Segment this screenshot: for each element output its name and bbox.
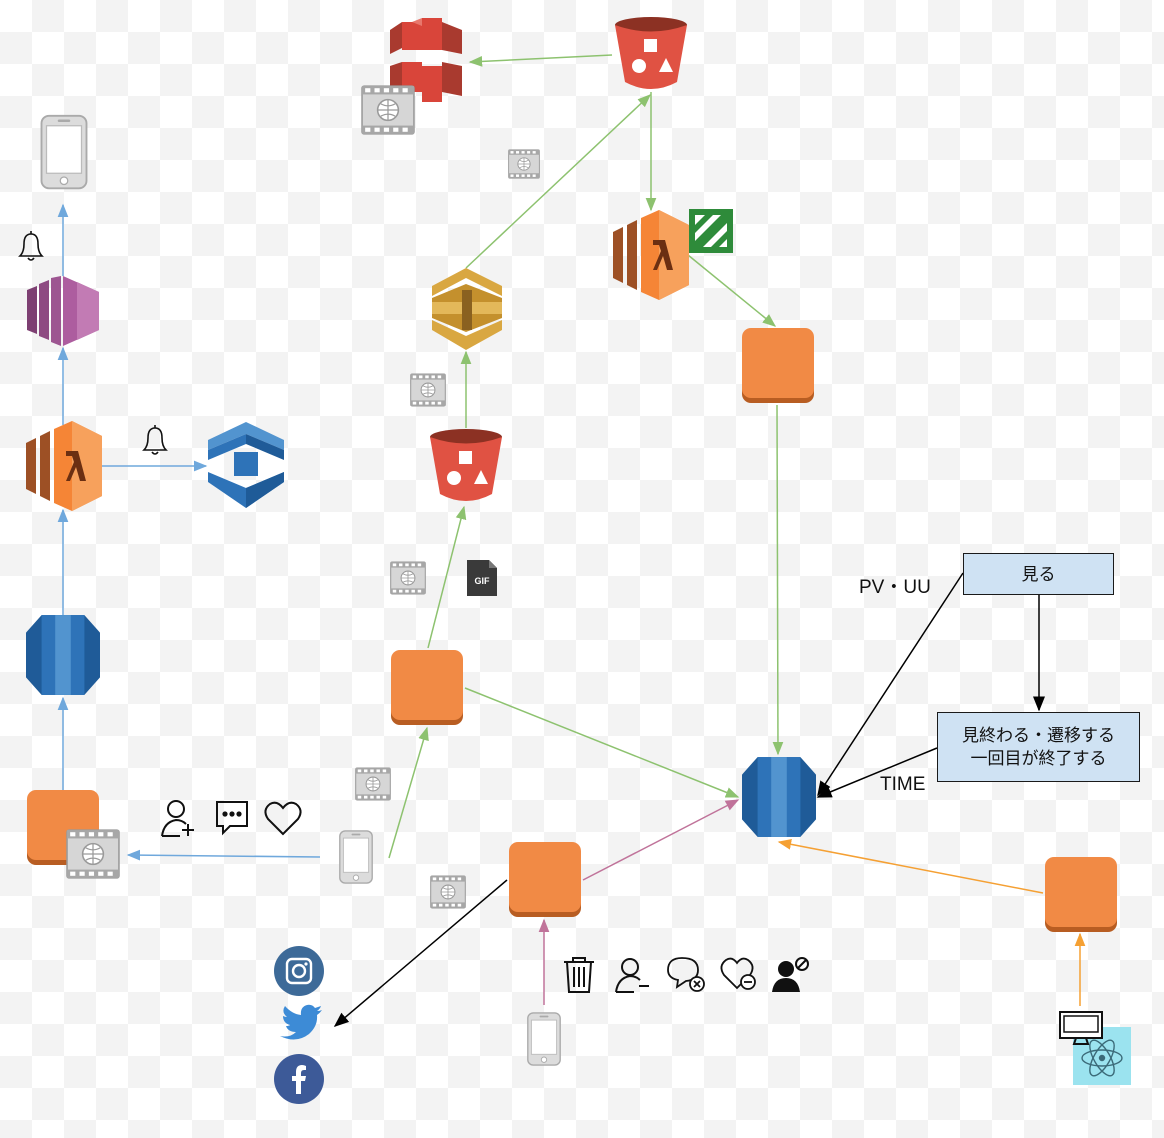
edges xyxy=(57,54,1086,1027)
edge-compute-to-social xyxy=(333,879,508,1027)
electron-icon xyxy=(1081,1039,1123,1077)
user-add-icon xyxy=(161,800,194,837)
lambda-icon xyxy=(26,421,102,511)
comment-icon xyxy=(216,801,248,836)
codedeploy-icon xyxy=(208,422,284,508)
video-file-icon xyxy=(390,561,426,595)
database-icon xyxy=(742,757,816,837)
edge-compute-to-db xyxy=(772,404,784,756)
video-file-icon xyxy=(410,373,446,407)
instagram-icon xyxy=(274,946,324,996)
video-file-icon xyxy=(66,829,120,879)
edge-compute-mid-to-s3 xyxy=(427,505,467,649)
desktop-monitor-icon[interactable] xyxy=(1059,1011,1103,1045)
video-file-icon xyxy=(430,875,466,909)
heart-icon xyxy=(264,801,302,836)
edge-watch-to-db xyxy=(817,572,964,797)
finish-box-line: 見終わる・遷移する xyxy=(962,726,1115,745)
facebook-icon xyxy=(274,1054,324,1104)
video-file-icon xyxy=(361,85,415,135)
edge-compute-right-to-db xyxy=(777,839,1044,894)
edge-compute-bottom-to-db xyxy=(582,799,740,881)
mobile-phone-icon[interactable] xyxy=(339,830,373,884)
cloudfront-icon xyxy=(390,18,462,102)
gif-file-icon: GIF xyxy=(467,560,497,596)
trash-icon xyxy=(564,957,594,993)
heart-remove-icon xyxy=(720,957,756,990)
s3-bucket-icon xyxy=(430,429,502,501)
compute-instance-icon xyxy=(1045,857,1117,932)
ffmpeg-icon xyxy=(689,209,733,253)
notification-bell-icon xyxy=(142,425,168,455)
watch-box[interactable]: 見る xyxy=(963,553,1114,595)
gif-label: GIF xyxy=(475,576,491,586)
compute-instance-icon xyxy=(509,842,581,917)
lambda-icon xyxy=(613,210,689,300)
pv-uu-label: PV・UU xyxy=(859,577,931,598)
edge-s3-top-to-cloudfront xyxy=(468,54,613,67)
compute-instance-icon xyxy=(391,650,463,725)
edge-sqs-to-s3-top xyxy=(465,94,651,269)
mobile-phone-icon[interactable] xyxy=(40,114,88,190)
finish-box[interactable]: 見終わる・遷移する 一回目が終了する xyxy=(937,712,1140,782)
user-block-icon xyxy=(772,957,809,992)
database-icon xyxy=(26,615,100,695)
edge-phone-to-compute-left xyxy=(126,849,321,861)
edge-phone-to-compute-mid xyxy=(388,726,429,859)
compute-instance-icon xyxy=(742,328,814,403)
s3-bucket-icon xyxy=(615,17,687,89)
edge-finish-to-db xyxy=(816,747,938,798)
kinesis-icon xyxy=(27,276,99,346)
twitter-icon xyxy=(280,1004,322,1040)
edge-lambda-to-compute xyxy=(687,254,777,327)
video-file-icon xyxy=(508,149,540,179)
user-remove-icon xyxy=(615,958,649,993)
comment-remove-icon xyxy=(667,957,705,992)
sqs-icon xyxy=(432,268,502,350)
mobile-phone-icon[interactable] xyxy=(527,1012,561,1066)
notification-bell-icon xyxy=(18,231,44,261)
edge-compute-mid-to-db xyxy=(464,687,740,798)
time-label: TIME xyxy=(880,774,926,795)
video-file-icon xyxy=(355,767,391,801)
watch-box-line: 見る xyxy=(1021,564,1056,584)
finish-box-line: 一回目が終了する xyxy=(970,749,1107,768)
